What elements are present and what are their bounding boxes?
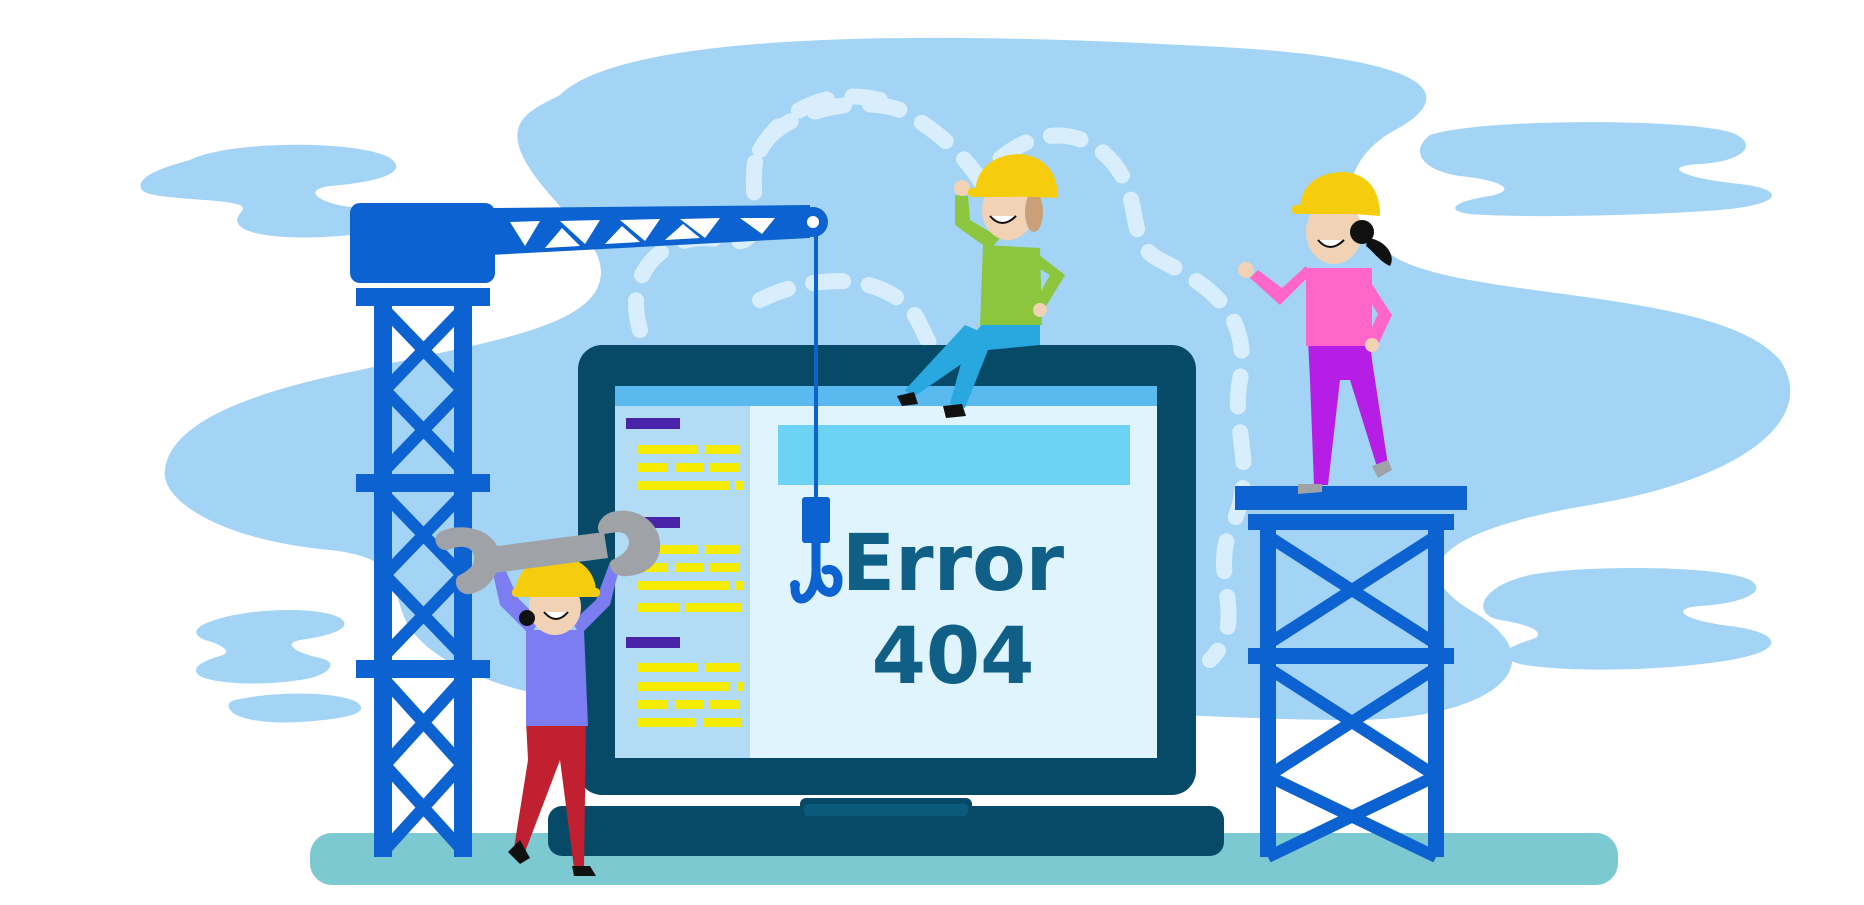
error-word: Error (842, 519, 1065, 609)
laptop-screen: Error 404 (615, 386, 1157, 758)
worker-pointing (1238, 172, 1392, 494)
wrench-icon (435, 510, 661, 595)
code-lines (626, 418, 744, 727)
worker-with-wrench (435, 510, 661, 876)
construction-crane-icon (350, 203, 828, 857)
worker-sitting (897, 154, 1065, 418)
crane-hook-icon (790, 236, 843, 604)
hard-hat-icon (1292, 172, 1380, 216)
screen-banner (778, 425, 1130, 485)
error-code: 404 (872, 612, 1035, 702)
hard-hat-icon (968, 154, 1058, 198)
scaffold-tower-icon (1235, 486, 1467, 863)
